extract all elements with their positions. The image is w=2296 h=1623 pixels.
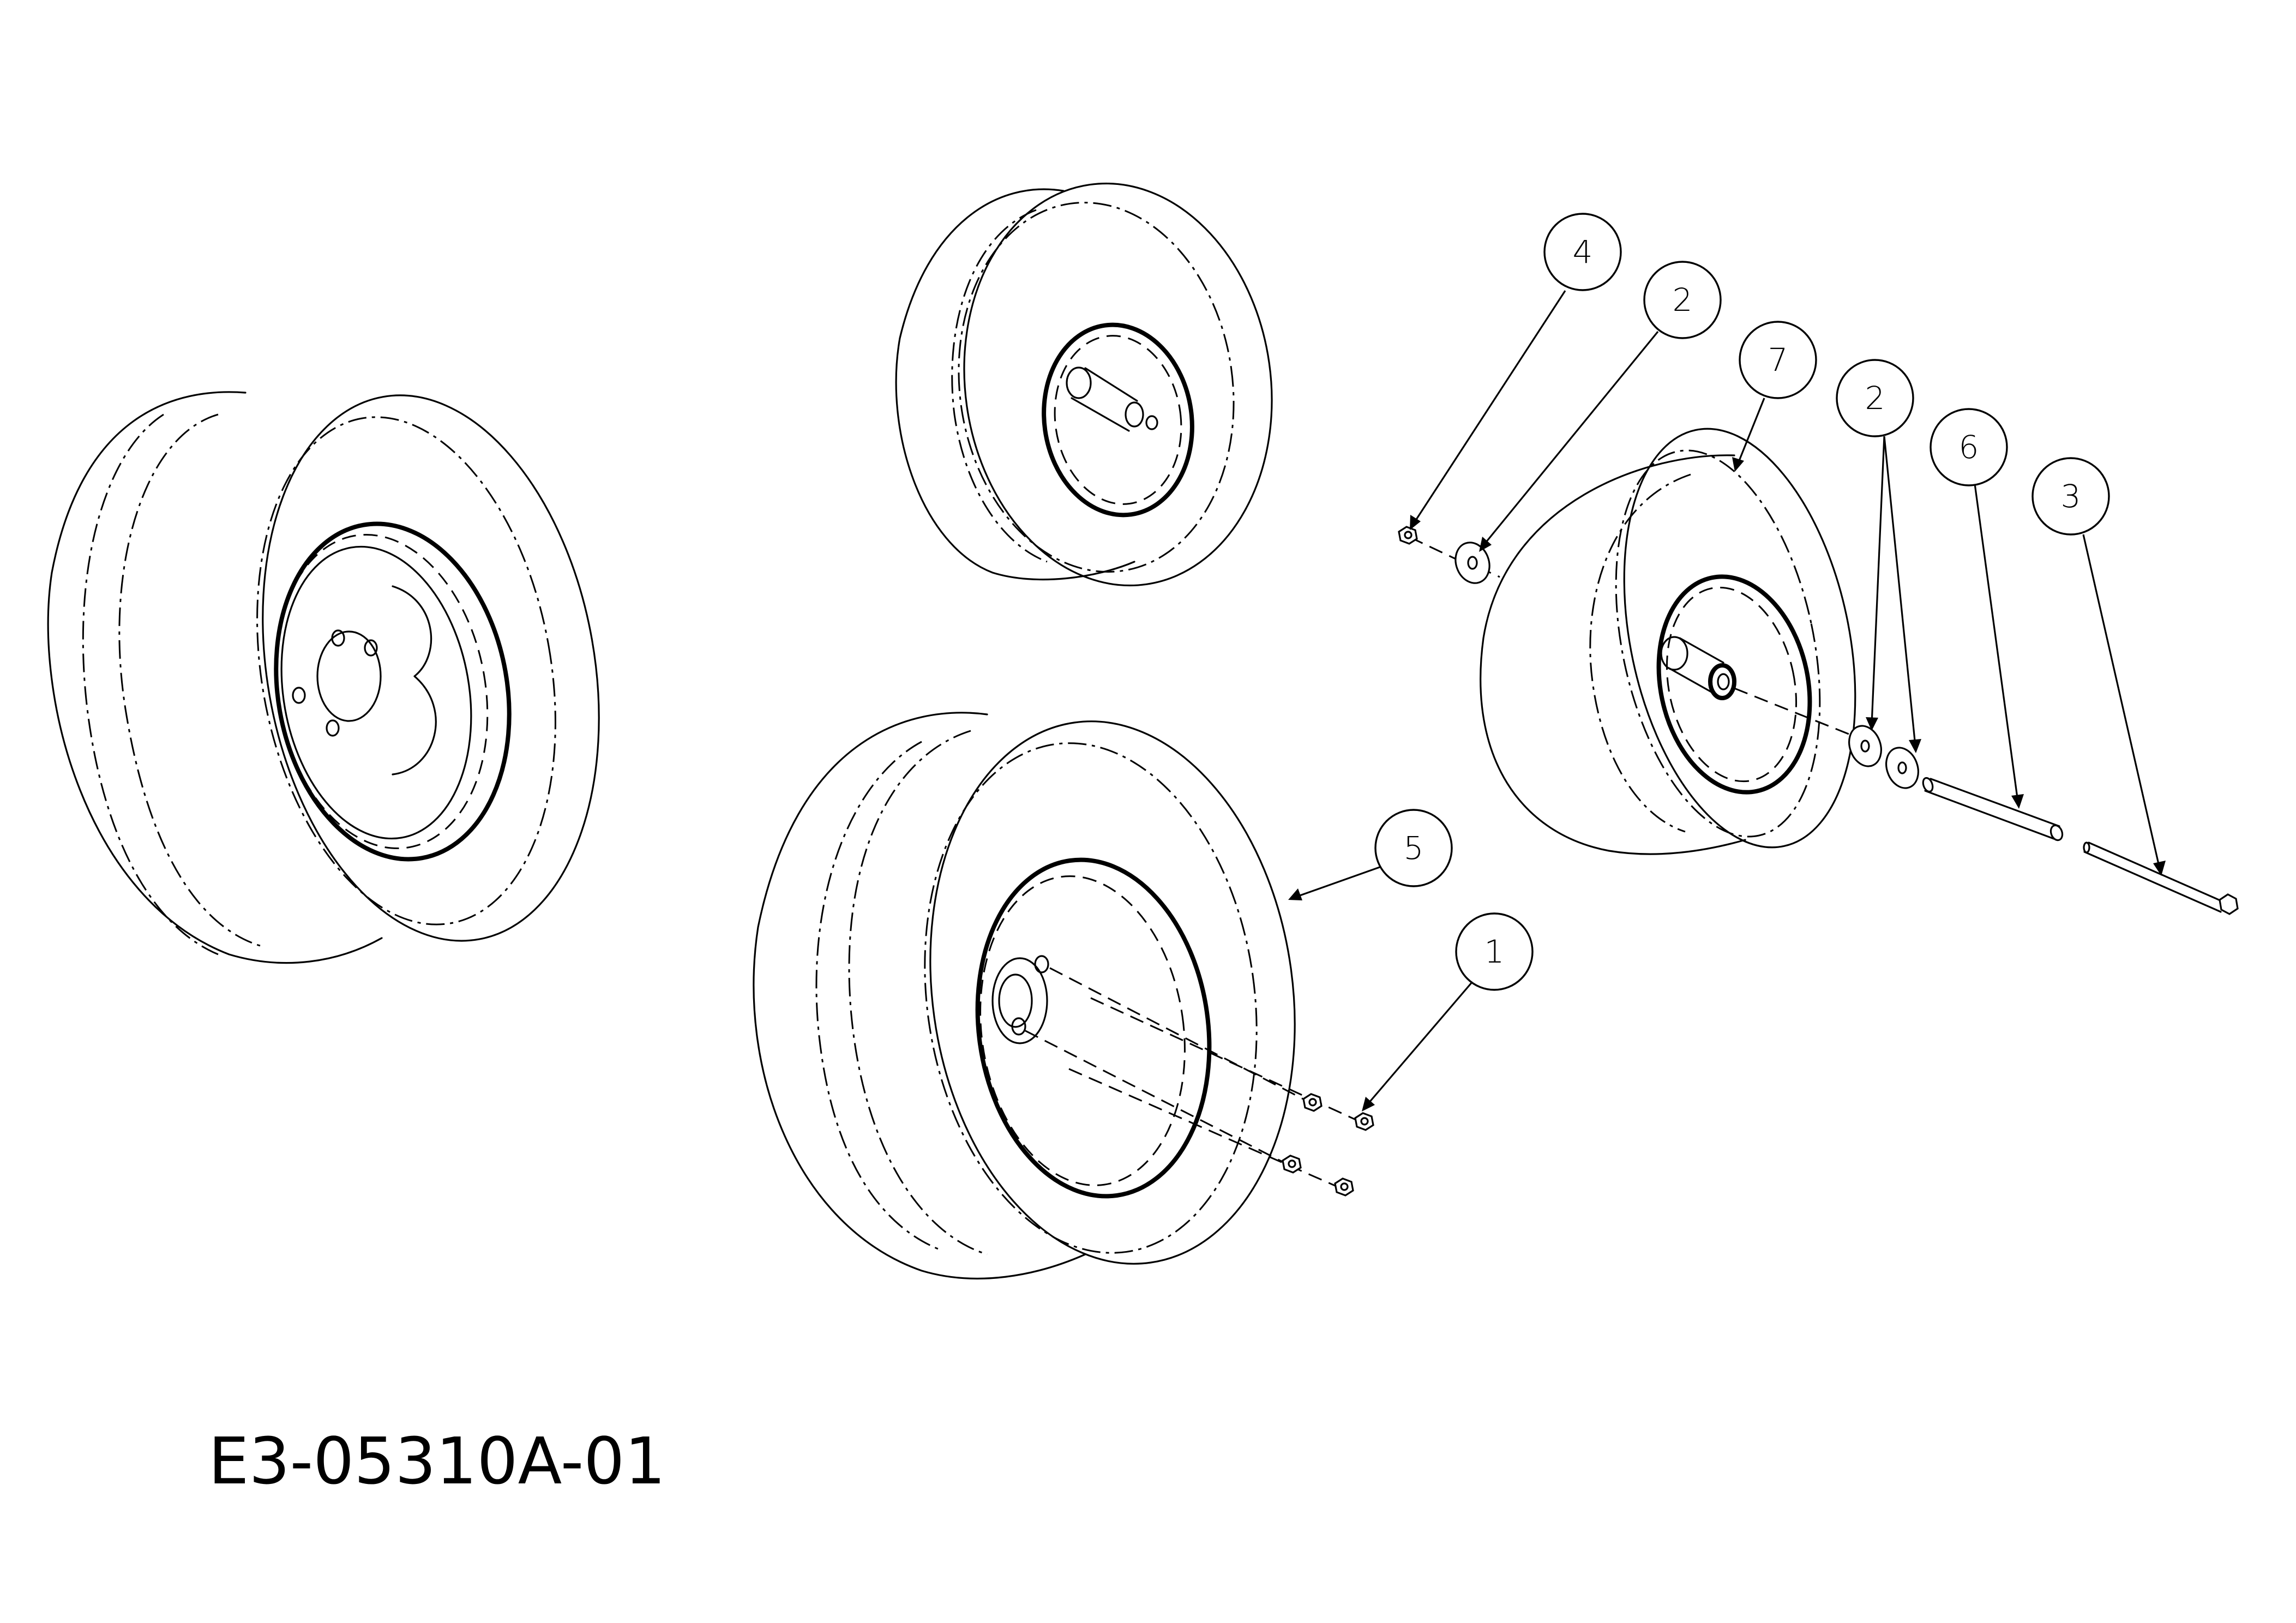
callout-label: 5 [1404, 829, 1424, 867]
callout-3: 3 [2031, 457, 2166, 876]
callout-6: 6 [1930, 408, 2024, 809]
caster-wheel-exploded [1480, 428, 1856, 855]
flat-washer [1454, 542, 1490, 584]
callout-4: 4 [1410, 213, 1622, 530]
lock-nut [1398, 526, 1418, 545]
callout-label: 6 [1959, 429, 1979, 466]
callout-2-b: 2 [1836, 359, 1921, 753]
callout-label: 3 [2061, 478, 2081, 515]
rear-wheel-exploded [753, 712, 1359, 1280]
flat-washer [1885, 747, 1919, 789]
callout-7: 7 [1732, 321, 1817, 472]
caster-wheel-top [895, 182, 1273, 587]
rear-wheel-left [47, 391, 600, 964]
callout-label: 2 [1673, 281, 1693, 318]
hex-nut [1302, 1093, 1323, 1112]
callout-label: 7 [1768, 341, 1788, 378]
callout-label: 1 [1484, 933, 1505, 970]
callout-label: 4 [1573, 233, 1593, 270]
wheel-nuts [1282, 1093, 1374, 1197]
axle-bolt [2083, 841, 2239, 915]
hex-nut [1282, 1155, 1302, 1174]
callout-2-a: 2 [1479, 261, 1722, 552]
callout-1: 1 [1362, 912, 1534, 1111]
callout-label: 2 [1865, 380, 1885, 417]
flat-washer [1848, 725, 1882, 767]
callout-5: 5 [1288, 809, 1453, 900]
axle-spacer [1922, 777, 2064, 841]
drawing-code-label: E3-05310A-01 [208, 1423, 666, 1499]
hex-nut [1354, 1112, 1374, 1131]
hex-nut [1334, 1177, 1354, 1197]
axle-hardware [1398, 526, 2239, 915]
